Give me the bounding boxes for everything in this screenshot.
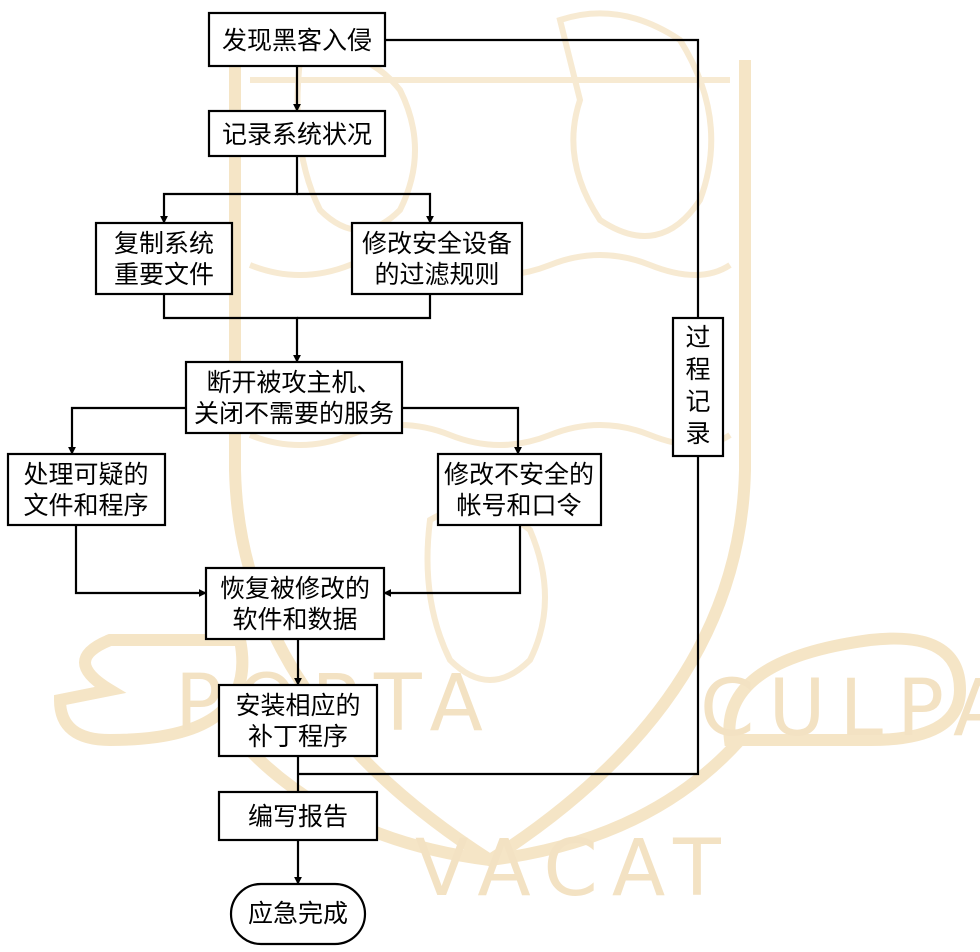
node-label: 记录系统状况 xyxy=(222,120,372,149)
edge-n5-to-n6 xyxy=(72,408,186,454)
node-discover-intrusion: 发现黑客入侵 xyxy=(209,13,385,66)
edge-n6-to-n8 xyxy=(76,525,206,593)
node-label-char: 程 xyxy=(685,355,710,384)
node-process-log: 过 程 记 录 xyxy=(673,318,723,456)
node-copy-important-files: 复制系统 重要文件 xyxy=(96,223,232,294)
edge-n7-to-n8 xyxy=(384,525,520,593)
node-install-patches: 安装相应的 补丁程序 xyxy=(219,685,377,756)
node-label-line2: 文件和程序 xyxy=(23,491,148,520)
node-disconnect-host: 断开被攻主机、 关闭不需要的服务 xyxy=(186,362,402,433)
node-label-line2: 的过滤规则 xyxy=(374,260,499,289)
node-label-line1: 恢复被修改的 xyxy=(220,574,370,603)
node-response-complete: 应急完成 xyxy=(231,884,365,944)
node-handle-suspicious-files: 处理可疑的 文件和程序 xyxy=(8,454,165,525)
node-label: 编写报告 xyxy=(248,802,348,831)
node-label-line2: 补丁程序 xyxy=(248,722,348,751)
node-record-system-status: 记录系统状况 xyxy=(209,111,385,156)
node-label-line1: 复制系统 xyxy=(114,229,214,258)
node-label-line1: 处理可疑的 xyxy=(23,460,148,489)
node-label-line2: 软件和数据 xyxy=(232,605,357,634)
node-modify-filter-rules: 修改安全设备 的过滤规则 xyxy=(352,223,522,294)
node-label-char: 记 xyxy=(685,387,710,416)
node-fix-accounts-passwords: 修改不安全的 帐号和口令 xyxy=(438,454,601,525)
node-label-char: 录 xyxy=(685,419,710,448)
node-restore-software-data: 恢复被修改的 软件和数据 xyxy=(206,568,384,639)
node-label-line2: 重要文件 xyxy=(114,260,214,289)
node-label-line1: 修改不安全的 xyxy=(444,460,594,489)
node-write-report: 编写报告 xyxy=(219,792,377,840)
node-label-line1: 断开被攻主机、 xyxy=(206,368,381,397)
node-label-line1: 修改安全设备 xyxy=(362,229,512,258)
node-label: 应急完成 xyxy=(248,899,348,928)
node-label: 发现黑客入侵 xyxy=(222,26,372,55)
edge-n4-to-n5 xyxy=(297,294,430,318)
motto-right: CULPA xyxy=(700,664,980,754)
node-label-line2: 关闭不需要的服务 xyxy=(194,399,394,428)
node-label-line2: 帐号和口令 xyxy=(456,491,581,520)
node-label-line1: 安装相应的 xyxy=(235,691,360,720)
motto-bottom: VACAT xyxy=(415,824,735,914)
node-label-char: 过 xyxy=(685,323,710,352)
